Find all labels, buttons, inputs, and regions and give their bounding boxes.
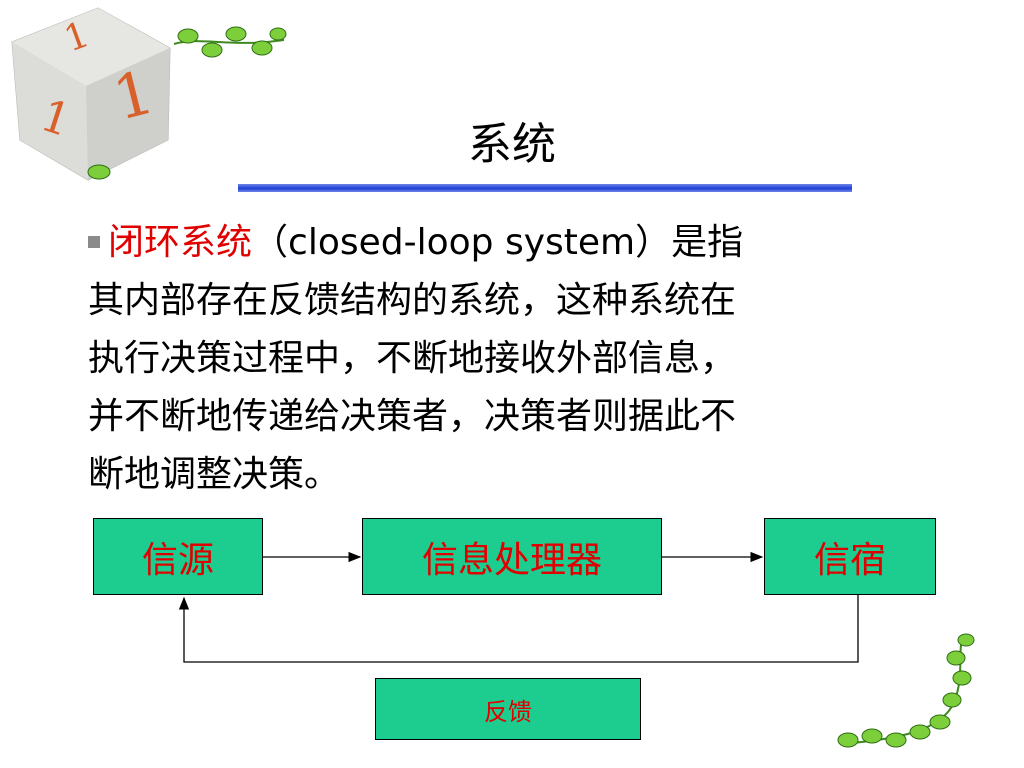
arrow-feedback-loop [178, 595, 859, 663]
slide-title: 系统 [468, 119, 556, 170]
paragraph-line-2: 其内部存在反馈结构的系统，这种系统在 [88, 280, 737, 321]
paragraph-line-4: 并不断地传递给决策者，决策者则据此不 [88, 396, 737, 437]
definition-paragraph: 闭环系统（closed-loop system）是指 其内部存在反馈结构的系统，… [88, 214, 928, 504]
vine-corner-icon [837, 633, 975, 748]
sink-box: 信宿 [764, 518, 936, 595]
english-term: closed-loop system [288, 222, 636, 263]
term-highlight: 闭环系统 [108, 222, 253, 263]
open-paren: （ [252, 222, 289, 263]
number-cube-icon: 1 1 1 [11, 7, 171, 181]
paragraph-line-5: 断地调整决策。 [88, 454, 341, 495]
close-paren: ） [635, 222, 672, 263]
vine-top-icon [173, 26, 287, 58]
title-underline [238, 184, 852, 192]
paragraph-line-3: 执行决策过程中，不断地接收外部信息， [88, 338, 737, 379]
leaf-small-icon [87, 164, 111, 180]
feedback-box: 反馈 [375, 678, 641, 740]
bullet-square-icon [88, 236, 100, 248]
paragraph-text: 是指 [671, 222, 744, 263]
source-box: 信源 [93, 518, 263, 595]
processor-box: 信息处理器 [362, 518, 662, 595]
paragraph-line-1: 闭环系统（closed-loop system）是指 [88, 214, 928, 272]
